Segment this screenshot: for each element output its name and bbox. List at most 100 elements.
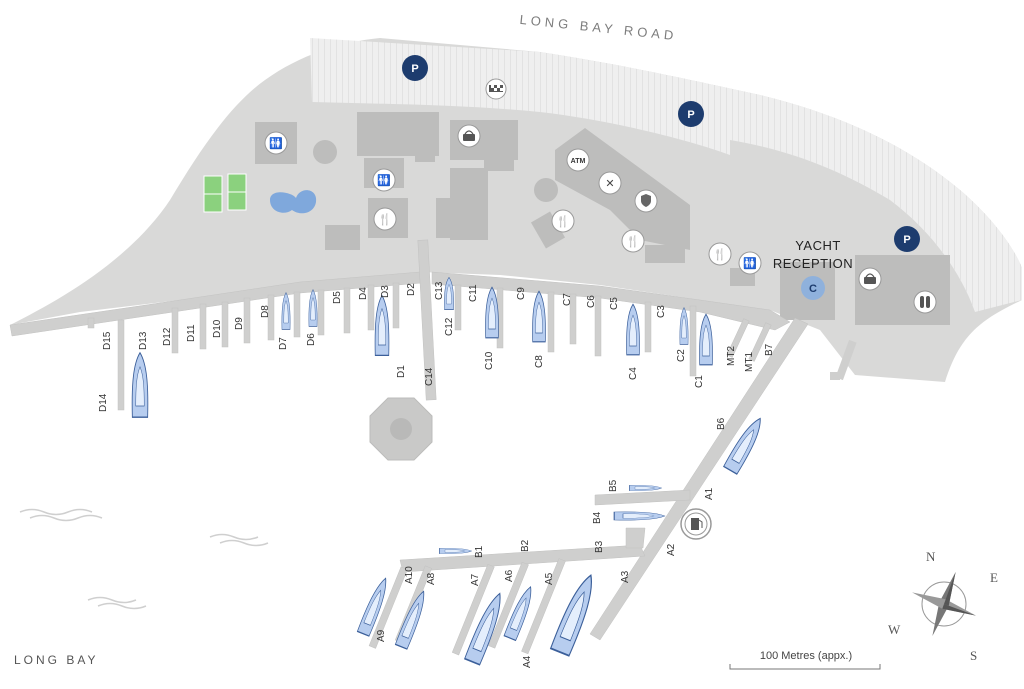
berth-label: MT2	[726, 346, 737, 366]
berth-label: A8	[426, 572, 437, 585]
berth-label: C8	[534, 355, 545, 368]
berth-label: A2	[666, 543, 677, 556]
berth-label: A1	[704, 487, 715, 500]
parking-p1[interactable]: P	[402, 55, 428, 81]
boat	[679, 307, 689, 345]
parking-badge-label: P	[687, 109, 694, 121]
road-band	[310, 38, 1022, 312]
boat	[531, 290, 547, 343]
berth-label: C12	[444, 317, 455, 336]
berth-label: C6	[586, 295, 597, 308]
pool	[270, 190, 317, 214]
building	[484, 155, 514, 171]
roundabout	[313, 140, 337, 164]
berth-label: C3	[656, 305, 667, 318]
compass-w: W	[888, 622, 901, 637]
restaurant-icon[interactable]: 🍴	[373, 207, 397, 231]
berth-label: C9	[516, 287, 527, 300]
berth-label: B6	[716, 417, 727, 430]
berth-label: D2	[406, 283, 417, 296]
berth-label: A4	[522, 655, 533, 668]
building	[357, 112, 439, 156]
boat	[439, 547, 472, 555]
berth-label: C14	[424, 367, 435, 386]
waves	[19, 508, 269, 610]
shop-icon[interactable]	[457, 124, 481, 148]
dock-d	[9, 239, 437, 411]
boat	[625, 303, 641, 356]
taxi-icon[interactable]	[485, 78, 507, 100]
road-label: LONG BAY ROAD	[519, 12, 678, 43]
berth-label: C11	[468, 284, 479, 302]
svg-text:🍴: 🍴	[713, 248, 727, 261]
svg-text:🍴: 🍴	[626, 235, 640, 248]
building	[325, 225, 360, 250]
dock-east	[830, 339, 857, 381]
berth-label: C1	[694, 375, 705, 388]
berth-label: D9	[234, 317, 245, 330]
berth-label: D8	[260, 305, 271, 318]
boat	[549, 570, 602, 657]
yacht-reception-button[interactable]: C	[801, 276, 825, 300]
berth-label: D4	[358, 287, 369, 300]
compass-e: E	[990, 570, 998, 585]
berth-label: D13	[138, 331, 149, 350]
boat	[698, 313, 714, 366]
boat	[281, 292, 291, 330]
berth-label: A5	[544, 572, 555, 585]
svg-text:🍴: 🍴	[378, 213, 392, 226]
berth-label: C13	[434, 281, 445, 300]
berth-label: B5	[608, 479, 619, 492]
parking-p3[interactable]: P	[894, 226, 920, 252]
restaurant-icon[interactable]: 🍴	[708, 242, 732, 266]
dock-b	[368, 317, 809, 656]
berth-labels: D15 D13 D14 D12 D11 D10 D9 D8 D7 D6 D5 D…	[98, 281, 775, 668]
fuel-icon[interactable]	[680, 508, 712, 540]
building	[645, 245, 685, 263]
berth-label: C4	[628, 367, 639, 380]
berth-label: MT1	[744, 352, 755, 372]
security-icon[interactable]	[634, 189, 658, 213]
restroom-icon[interactable]: 🚻	[264, 131, 288, 155]
berth-label: C5	[609, 297, 620, 310]
boat	[308, 289, 318, 327]
tools-icon[interactable]: ✕	[598, 171, 622, 195]
berth-label: D12	[162, 327, 173, 346]
berth-label: D10	[212, 319, 223, 338]
atm-icon[interactable]: ATM	[566, 148, 590, 172]
compass-s: S	[970, 648, 977, 663]
svg-text:✕: ✕	[605, 178, 614, 190]
building	[436, 198, 454, 238]
berth-label: D1	[396, 365, 407, 378]
restaurant-icon[interactable]: 🍴	[621, 229, 645, 253]
diving-icon[interactable]	[913, 290, 937, 314]
svg-text:🍴: 🍴	[556, 215, 570, 228]
restaurant-icon[interactable]: 🍴	[551, 209, 575, 233]
berth-label: A10	[404, 566, 415, 584]
parking-badge-label: P	[903, 234, 910, 246]
berth-label: D6	[306, 333, 317, 346]
building	[450, 168, 488, 240]
shop-icon[interactable]	[858, 267, 882, 291]
restroom-icon[interactable]: 🚻	[738, 251, 762, 275]
roundabout	[534, 178, 558, 202]
tennis-courts	[203, 173, 247, 213]
reception-label-2: RECEPTION	[773, 256, 853, 271]
building	[530, 211, 566, 249]
berth-label: A7	[470, 573, 481, 586]
building	[415, 150, 435, 162]
berth-label: B2	[520, 539, 531, 552]
parking-p2[interactable]: P	[678, 101, 704, 127]
berth-label: A6	[504, 569, 515, 582]
scale-label: 100 Metres (appx.)	[760, 650, 852, 662]
berth-label: D5	[332, 291, 343, 304]
berth-label: D14	[98, 393, 109, 412]
restroom-icon[interactable]: 🚻	[372, 168, 396, 192]
berth-label: D7	[278, 337, 289, 350]
berth-label: D11	[186, 324, 197, 342]
boat	[629, 484, 662, 492]
dock-c	[431, 271, 791, 377]
reception-label-1: YACHT	[795, 238, 841, 253]
